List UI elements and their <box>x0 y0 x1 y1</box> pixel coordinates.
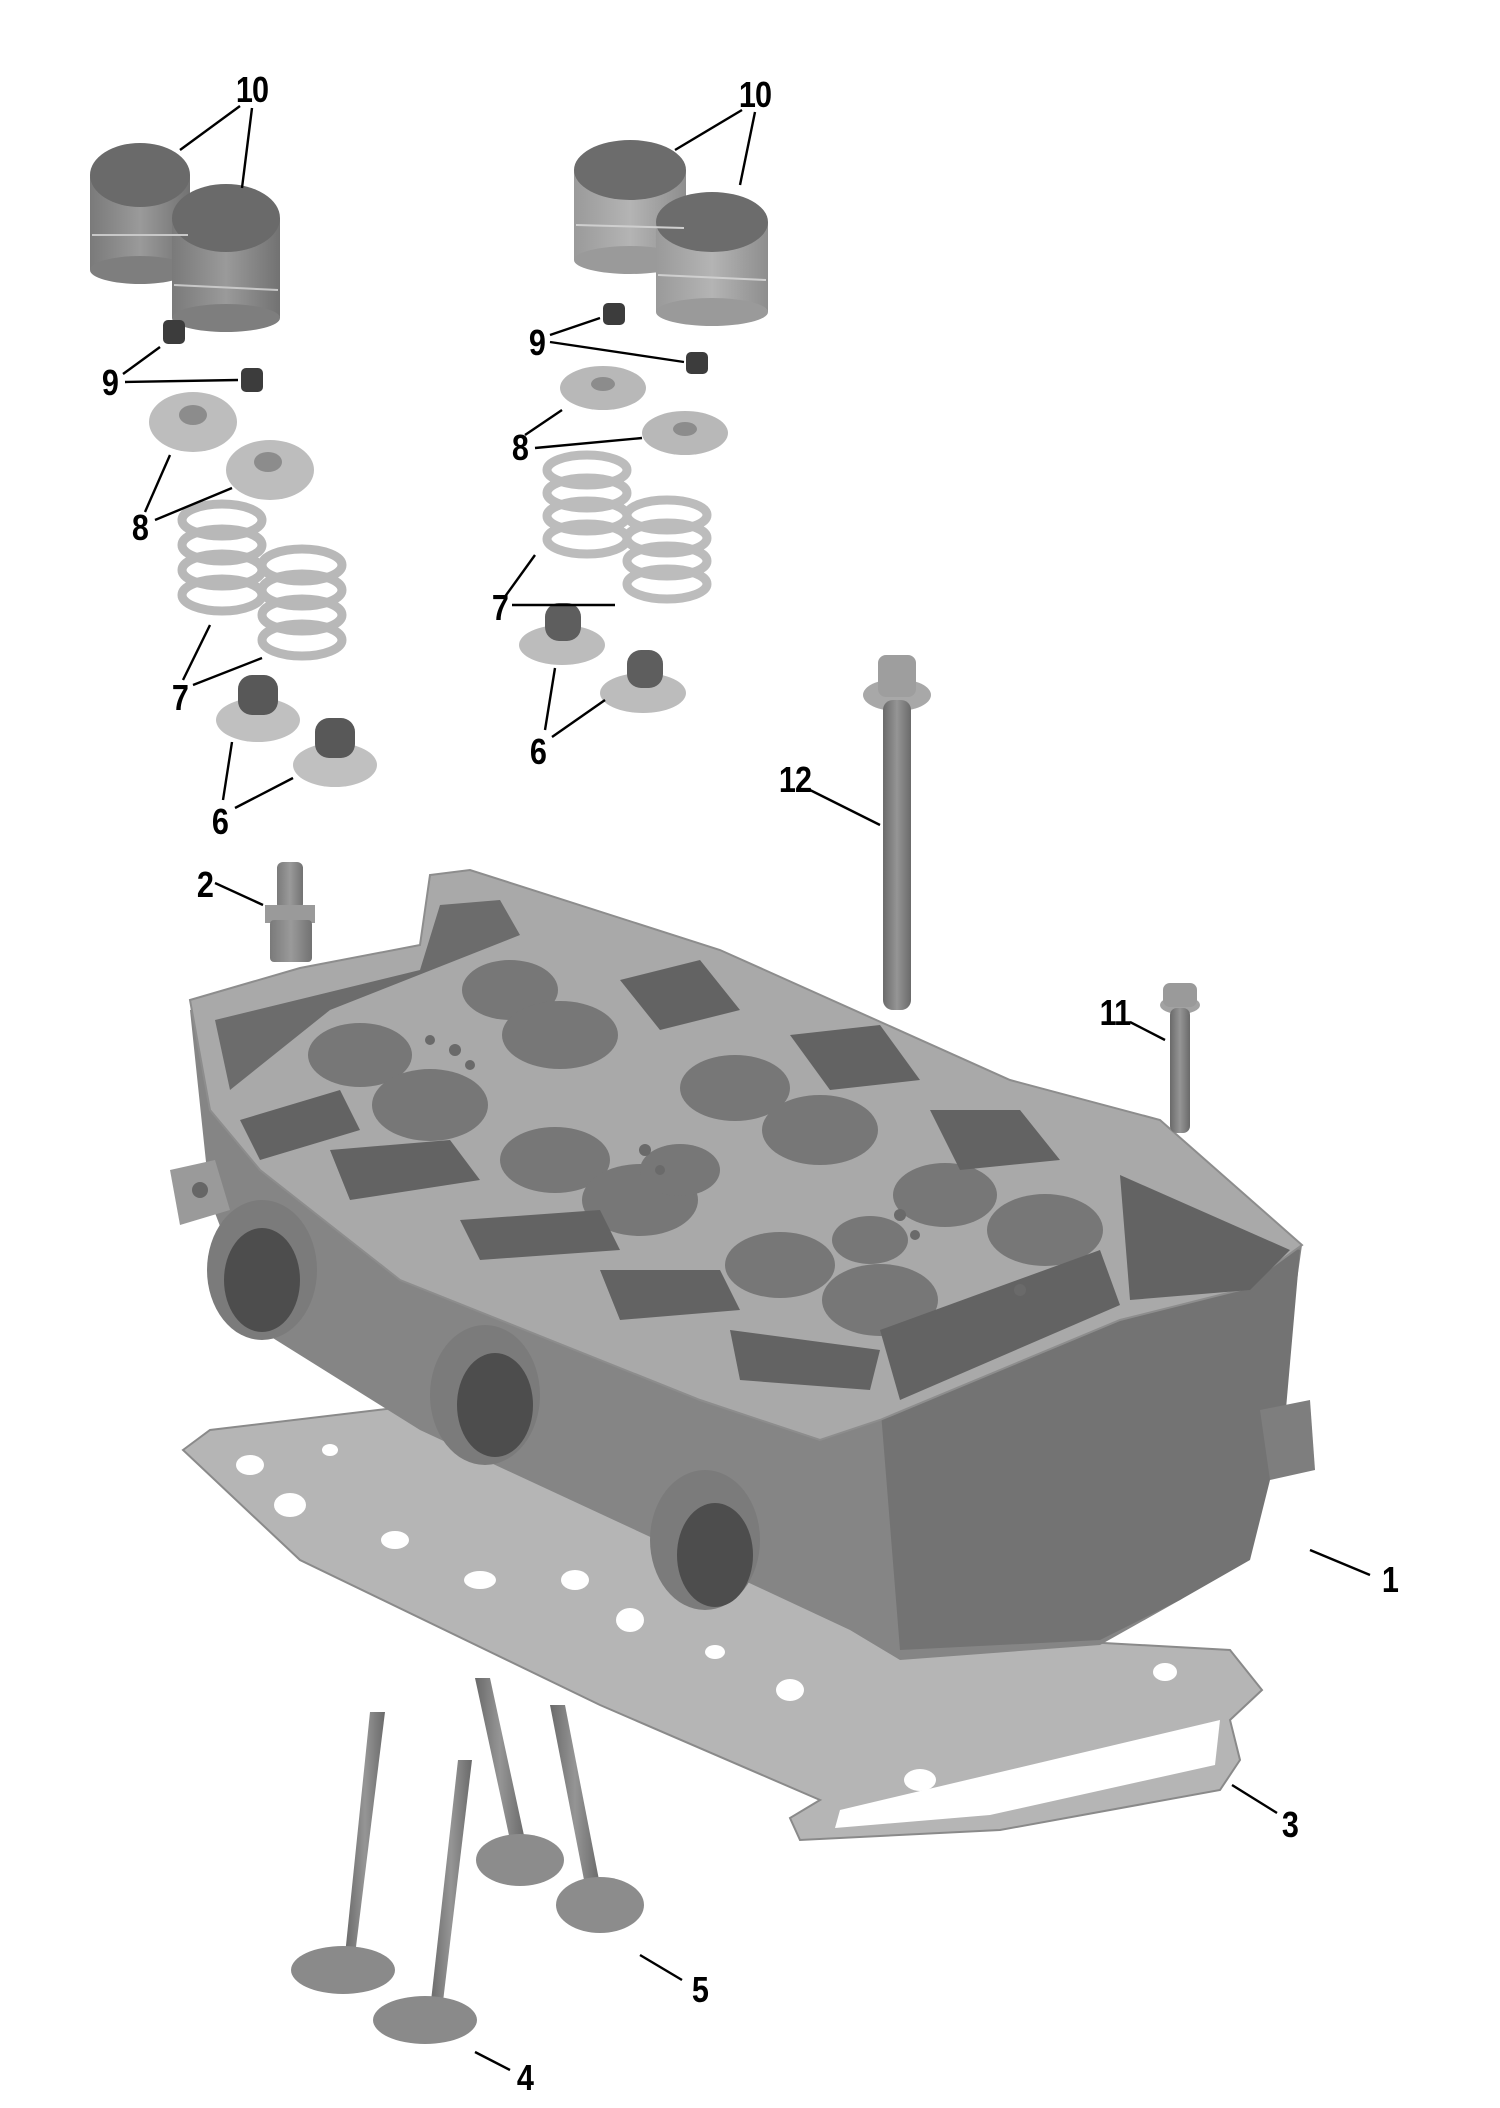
callout-fitting: 2 <box>196 864 214 905</box>
callout-head-gasket: 3 <box>1281 1804 1299 1845</box>
valve-keeper-right <box>603 303 708 374</box>
bucket-tappet-right <box>574 140 768 326</box>
leader-lines <box>122 105 1371 2072</box>
valve-keeper-left <box>163 320 263 392</box>
exhaust-valve-b <box>550 1705 644 1933</box>
callout-valve-keeper-left: 9 <box>101 362 119 403</box>
head-bolt <box>863 655 931 1010</box>
callout-valve-keeper-right: 9 <box>528 322 546 363</box>
callout-cylinder-head: 1 <box>1381 1559 1399 1600</box>
short-bolt <box>1160 983 1200 1133</box>
valves <box>291 1678 644 2044</box>
head-gasket <box>181 1403 1264 1842</box>
callout-intake-valve: 4 <box>516 2057 534 2098</box>
valve-spring-left <box>177 499 347 661</box>
fitting <box>265 862 315 962</box>
right-valvetrain-stack <box>519 140 768 713</box>
callout-short-bolt: 11 <box>1099 992 1132 1033</box>
callout-spring-retainer-right: 8 <box>511 427 529 468</box>
callout-head-bolt: 12 <box>778 759 812 800</box>
valve-stem-seal-left <box>216 675 377 787</box>
intake-valve-b <box>373 1760 477 2044</box>
exhaust-ports <box>207 1200 760 1610</box>
callout-spring-retainer-left: 8 <box>131 507 149 548</box>
valve-stem-seal-right <box>519 603 686 713</box>
callout-valve-stem-seal-right: 6 <box>529 731 547 772</box>
callout-bucket-tappet-right: 10 <box>738 74 772 115</box>
callout-valve-stem-seal-left: 6 <box>211 801 229 842</box>
callout-valve-spring-left: 7 <box>171 677 189 718</box>
callout-exhaust-valve: 5 <box>691 1969 709 2010</box>
left-valvetrain-stack <box>90 143 377 787</box>
exhaust-valve-a <box>475 1678 564 1886</box>
valve-spring-right <box>542 450 712 604</box>
bucket-tappet-left <box>90 143 280 332</box>
spring-retainer-left <box>149 392 314 500</box>
callout-valve-spring-right: 7 <box>491 587 509 628</box>
spring-retainer-right <box>560 366 728 455</box>
callout-bucket-tappet-left: 10 <box>235 69 269 110</box>
intake-valve-a <box>291 1712 395 1994</box>
